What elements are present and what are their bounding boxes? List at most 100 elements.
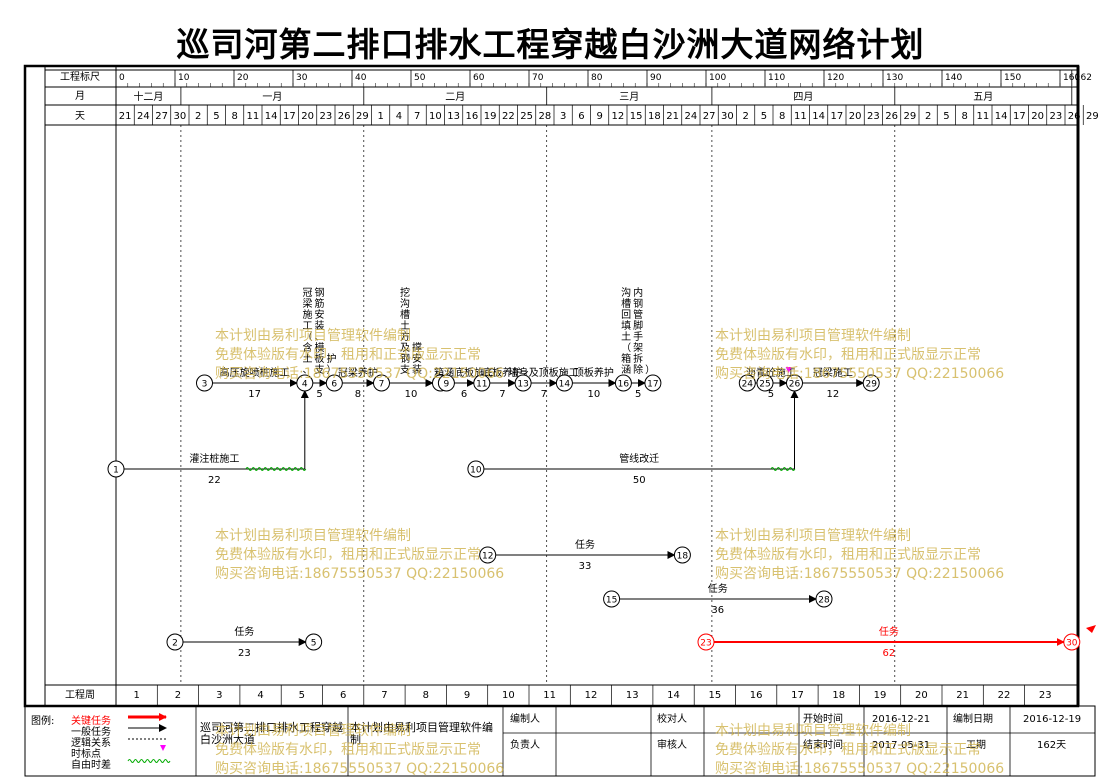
- legend-critical-label: 关键任务: [71, 716, 111, 727]
- task-label-char: （: [621, 342, 631, 354]
- node-label: 23: [700, 639, 711, 649]
- task-label: 管线改迁: [619, 452, 659, 465]
- task-label-char: 筋: [315, 297, 325, 310]
- week-cell: 9: [464, 690, 470, 701]
- week-cell: 4: [257, 690, 263, 701]
- node-5: [305, 633, 323, 651]
- task-label: 顶板养护: [574, 366, 614, 379]
- node-label: 30: [1066, 639, 1078, 649]
- task-duration: 12: [826, 389, 839, 400]
- node-2: [166, 633, 184, 651]
- footer-date-value: 2016-12-19: [1023, 714, 1082, 725]
- task-label-char: 回: [621, 309, 631, 321]
- week-cell: 21: [956, 690, 969, 701]
- task-label-char: 含: [303, 341, 313, 354]
- week-cell: 12: [585, 690, 598, 701]
- scale-tick-label: 20: [237, 73, 249, 83]
- task-label-char: 、: [315, 332, 325, 343]
- day-cell: 17: [1013, 111, 1026, 122]
- task-label-char: 施: [303, 308, 313, 321]
- week-cell: 3: [216, 690, 222, 701]
- day-cell: 2: [925, 111, 931, 122]
- node-label: 15: [606, 596, 617, 606]
- task-label-char: 架: [633, 342, 643, 354]
- day-cell: 19: [484, 111, 497, 122]
- day-cell: 29: [904, 111, 917, 122]
- day-cell: 26: [885, 111, 898, 122]
- week-cell: 7: [381, 690, 387, 701]
- task-label: 冠梁施工: [813, 366, 853, 379]
- footer-end-label: 结束时间: [803, 740, 843, 751]
- month-cell: 二月: [445, 91, 465, 103]
- day-cell: 8: [779, 111, 785, 122]
- node-23: [697, 633, 715, 651]
- scale-tick-label: 30: [296, 73, 308, 83]
- node-label: 24: [742, 380, 754, 390]
- day-cell: 4: [396, 111, 402, 122]
- task-label-char: 沟: [400, 297, 410, 310]
- task-label-char: 脚: [633, 319, 643, 332]
- day-cell: 30: [174, 111, 187, 122]
- node-11: [473, 374, 491, 392]
- scale-tick-label: 130: [886, 73, 903, 83]
- day-cell: 16: [466, 111, 479, 122]
- task-label-char: 槽: [621, 297, 631, 310]
- task-label-char: 除: [633, 363, 643, 376]
- week-cell: 1: [133, 690, 139, 701]
- day-cell: 5: [761, 111, 767, 122]
- day-cell: 28: [539, 111, 552, 122]
- task-duration: 6: [461, 389, 467, 400]
- week-cell: 15: [708, 690, 721, 701]
- footer-software-note: 本计划由易利项目管理软件编制: [350, 721, 493, 746]
- task-label-char: 及: [400, 342, 410, 354]
- day-cell: 30: [721, 111, 734, 122]
- footer-reviewer-label: 审核人: [657, 740, 687, 751]
- task-label-char: 涵: [621, 364, 631, 376]
- week-cell: 23: [1039, 690, 1052, 701]
- node-label: 29: [865, 380, 877, 390]
- task-label-char: ）: [327, 364, 337, 376]
- month-cell: 五月: [973, 91, 993, 103]
- node-label: 4: [302, 380, 308, 390]
- day-cell: 20: [301, 111, 314, 122]
- node-label: 13: [517, 380, 528, 390]
- task-label-char: 土: [303, 352, 313, 365]
- node-18: [673, 546, 691, 564]
- task-label-char: 支: [400, 364, 410, 376]
- node-4: [296, 374, 314, 392]
- task-label: 灌注桩施工: [189, 452, 239, 465]
- day-cell: 23: [1050, 111, 1063, 122]
- node-label: 11: [476, 380, 487, 390]
- task-duration: 5: [635, 389, 641, 400]
- node-label: 5: [311, 639, 317, 649]
- day-cell: 9: [596, 111, 602, 122]
- task-duration: 33: [579, 561, 592, 572]
- footer-manager-label: 负责人: [510, 740, 540, 751]
- legend-float-label: 自由时差: [71, 760, 111, 771]
- day-cell: 17: [283, 111, 296, 122]
- week-cell: 2: [175, 690, 181, 701]
- task-duration: 10: [405, 389, 418, 400]
- node-9: [437, 374, 455, 392]
- node-label: 6: [331, 380, 337, 390]
- week-cell: 14: [667, 690, 680, 701]
- node-13: [514, 374, 532, 392]
- task-label-char: 装: [412, 363, 422, 376]
- month-label: 月: [75, 90, 85, 102]
- node-label: 12: [482, 552, 493, 562]
- node-label: 7: [379, 380, 385, 390]
- task-label-char: 冠: [303, 287, 313, 299]
- task-duration: 7: [499, 389, 505, 400]
- legend-normal-label: 一般任务: [71, 727, 111, 738]
- task-label-char: 、: [303, 365, 313, 376]
- scale-tick-label: 0: [119, 73, 125, 83]
- day-cell: 20: [849, 111, 862, 122]
- task-label-char: （: [303, 331, 313, 343]
- legend-float-line: [127, 759, 171, 763]
- day-cell: 1: [377, 111, 383, 122]
- scale-tick-label: 70: [532, 73, 544, 83]
- day-cell: 27: [155, 111, 168, 122]
- month-cell: 一月: [262, 91, 282, 103]
- node-label: 14: [559, 380, 571, 390]
- task-label: 底板养护: [482, 366, 522, 379]
